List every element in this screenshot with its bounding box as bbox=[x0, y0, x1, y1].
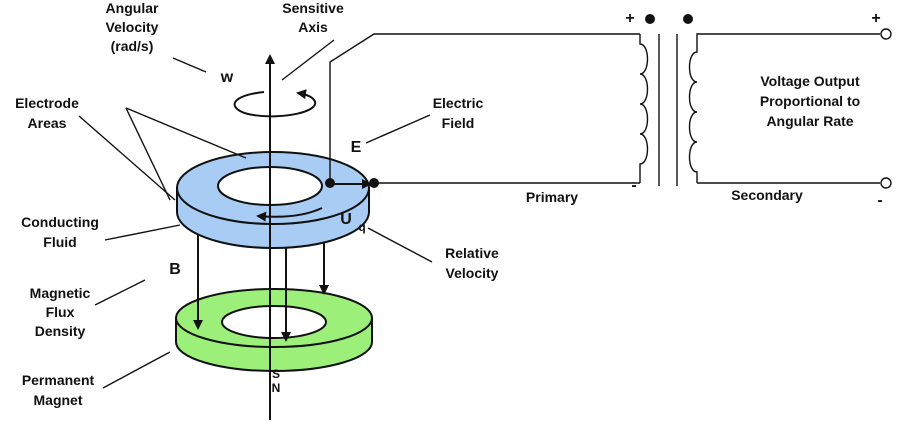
output-terminal-plus bbox=[880, 28, 892, 40]
label-sensitive-axis: Sensitive Axis bbox=[282, 0, 344, 35]
relative-velocity-line-2: Velocity bbox=[446, 265, 499, 281]
conducting-fluid-line-2: Fluid bbox=[43, 234, 76, 250]
label-magnetic-flux-density: Magnetic Flux Density bbox=[30, 285, 91, 339]
label-electric-field: Electric Field bbox=[433, 95, 484, 131]
symbol-output-plus: + bbox=[871, 10, 880, 27]
symbol-velocity-q: q bbox=[358, 220, 365, 234]
secondary-dot-marker bbox=[683, 14, 693, 24]
symbol-flux-b: B bbox=[169, 261, 181, 278]
label-electrode-areas: Electrode Areas bbox=[15, 95, 79, 131]
symbol-electric-field: E bbox=[351, 139, 362, 156]
label-relative-velocity: Relative Velocity bbox=[445, 245, 499, 281]
transformer-core bbox=[645, 14, 693, 186]
angular-velocity-line-2: Velocity bbox=[106, 19, 159, 35]
symbol-north-pole: N bbox=[272, 381, 281, 395]
voltage-output-line-3: Angular Rate bbox=[766, 113, 853, 129]
magnetic-flux-line-2: Flux bbox=[46, 304, 75, 320]
conducting-fluid-line-1: Conducting bbox=[21, 214, 99, 230]
electrode-areas-line-2: Areas bbox=[28, 115, 67, 131]
symbol-output-minus: - bbox=[877, 192, 882, 209]
label-voltage-output: Voltage Output Proportional to Angular R… bbox=[760, 73, 860, 129]
angular-velocity-line-3: (rad/s) bbox=[111, 38, 154, 54]
symbol-primary-minus: - bbox=[631, 177, 636, 194]
label-permanent-magnet: Permanent Magnet bbox=[22, 372, 95, 408]
voltage-output-line-2: Proportional to bbox=[760, 93, 860, 109]
rotation-arrow bbox=[233, 89, 317, 118]
voltage-output-line-1: Voltage Output bbox=[760, 73, 860, 89]
label-angular-velocity: Angular Velocity (rad/s) bbox=[106, 0, 159, 54]
relative-velocity-line-1: Relative bbox=[445, 245, 499, 261]
label-primary: Primary bbox=[526, 189, 578, 205]
permanent-magnet-line-1: Permanent bbox=[22, 372, 95, 388]
symbol-velocity-u: U bbox=[340, 211, 352, 228]
secondary-circuit-wires bbox=[688, 28, 892, 189]
symbol-omega: w bbox=[220, 69, 234, 86]
relative-velocity-arrow bbox=[256, 207, 323, 222]
electric-field-line-1: Electric bbox=[433, 95, 484, 111]
leader-lines bbox=[78, 39, 433, 389]
label-secondary: Secondary bbox=[731, 187, 803, 203]
electrode-areas-line-1: Electrode bbox=[15, 95, 79, 111]
sensitive-axis-line-1: Sensitive bbox=[282, 0, 344, 16]
label-conducting-fluid: Conducting Fluid bbox=[21, 214, 99, 250]
magnetic-flux-line-1: Magnetic bbox=[30, 285, 91, 301]
symbol-primary-plus: + bbox=[625, 10, 634, 27]
sensitive-axis-line-2: Axis bbox=[298, 19, 328, 35]
magnetic-flux-line-3: Density bbox=[35, 323, 86, 339]
permanent-magnet-ring bbox=[175, 288, 373, 372]
conducting-fluid-ring bbox=[176, 151, 370, 249]
symbol-south-pole: S bbox=[272, 367, 280, 381]
primary-circuit-wires bbox=[329, 33, 649, 184]
electric-field-line-2: Field bbox=[442, 115, 475, 131]
permanent-magnet-line-2: Magnet bbox=[34, 392, 83, 408]
angular-velocity-line-1: Angular bbox=[106, 0, 159, 16]
output-terminal-minus bbox=[880, 177, 892, 189]
primary-dot-marker bbox=[645, 14, 655, 24]
